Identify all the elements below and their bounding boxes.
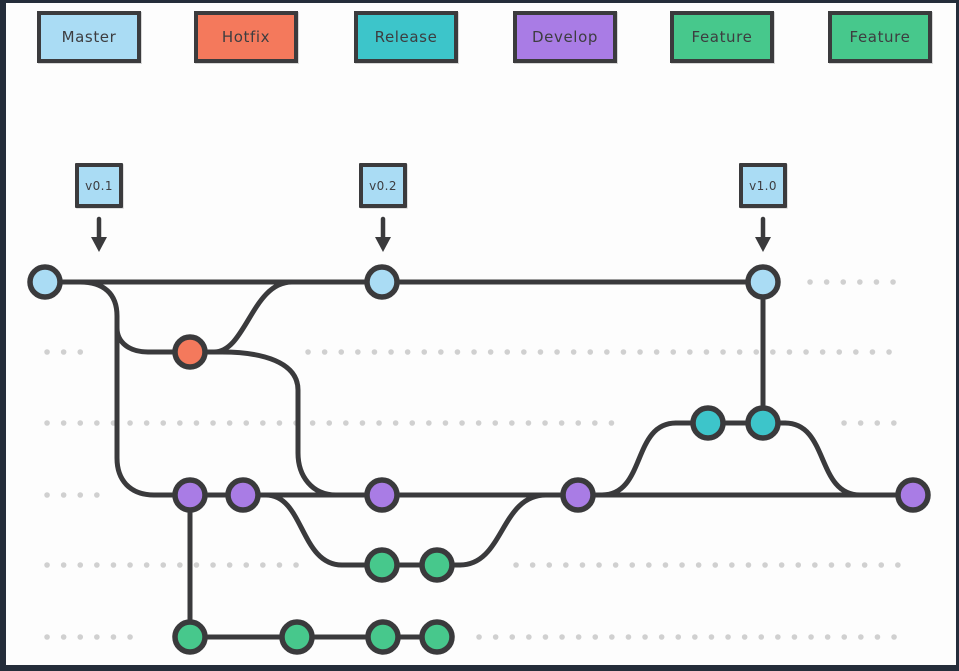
- feature-commit-node: [172, 619, 208, 655]
- version-tag-v02-label: v0.2: [369, 178, 397, 193]
- version-tag-v01: v0.1: [75, 163, 123, 208]
- legend-row: Master Hotfix Release Develop Feature Fe…: [6, 11, 959, 65]
- feature-commit-node: [419, 547, 455, 583]
- hotfix-merge-to-develop-path: [219, 349, 339, 498]
- release-commit-node: [690, 405, 726, 441]
- tag-arrow-head-icon: [91, 237, 107, 252]
- feature-commit-node: [419, 619, 455, 655]
- master-commit-node: [27, 264, 63, 300]
- release-merge-to-develop-path: [782, 420, 863, 498]
- release-commit-node: [745, 405, 781, 441]
- branch-graph-svg: [27, 216, 931, 655]
- develop-commit-node: [560, 477, 596, 513]
- feature-commit-node: [365, 619, 401, 655]
- diagram-canvas: Master Hotfix Release Develop Feature Fe…: [6, 3, 956, 665]
- master-commit-node: [364, 264, 400, 300]
- hotfix-merge-to-master-path: [211, 279, 295, 355]
- develop-commit-node: [172, 477, 208, 513]
- legend-hotfix: Hotfix: [194, 11, 298, 63]
- develop-commit-node: [895, 477, 931, 513]
- legend-feature-1-label: Feature: [691, 28, 753, 46]
- legend-release: Release: [354, 11, 458, 63]
- master-commit-node: [745, 264, 781, 300]
- legend-feature-2-label: Feature: [849, 28, 911, 46]
- version-tag-v10: v1.0: [739, 163, 787, 208]
- feature1-merge-to-develop-path: [457, 492, 549, 568]
- legend-hotfix-label: Hotfix: [221, 28, 271, 46]
- develop-commit-node: [225, 477, 261, 513]
- develop-to-feature1-branch-path: [263, 492, 345, 568]
- develop-commit-node: [364, 477, 400, 513]
- hotfix-branch-out-path: [114, 325, 225, 355]
- legend-feature-2: Feature: [828, 11, 932, 63]
- version-tag-v10-label: v1.0: [749, 178, 777, 193]
- legend-feature-1: Feature: [670, 11, 774, 63]
- version-tag-v02: v0.2: [359, 163, 407, 208]
- feature-commit-node: [364, 547, 400, 583]
- version-tag-v01-label: v0.1: [85, 178, 113, 193]
- feature-commit-node: [279, 619, 315, 655]
- tag-arrow-head-icon: [755, 237, 771, 252]
- legend-master: Master: [37, 11, 141, 63]
- hotfix-commit-node: [172, 334, 208, 370]
- master-to-develop-branch-path: [77, 279, 916, 498]
- legend-develop-label: Develop: [532, 28, 598, 46]
- legend-develop: Develop: [513, 11, 617, 63]
- legend-master-label: Master: [61, 28, 117, 46]
- legend-release-label: Release: [374, 28, 438, 46]
- develop-to-release-branch-path: [599, 420, 679, 498]
- tag-arrow-head-icon: [375, 237, 391, 252]
